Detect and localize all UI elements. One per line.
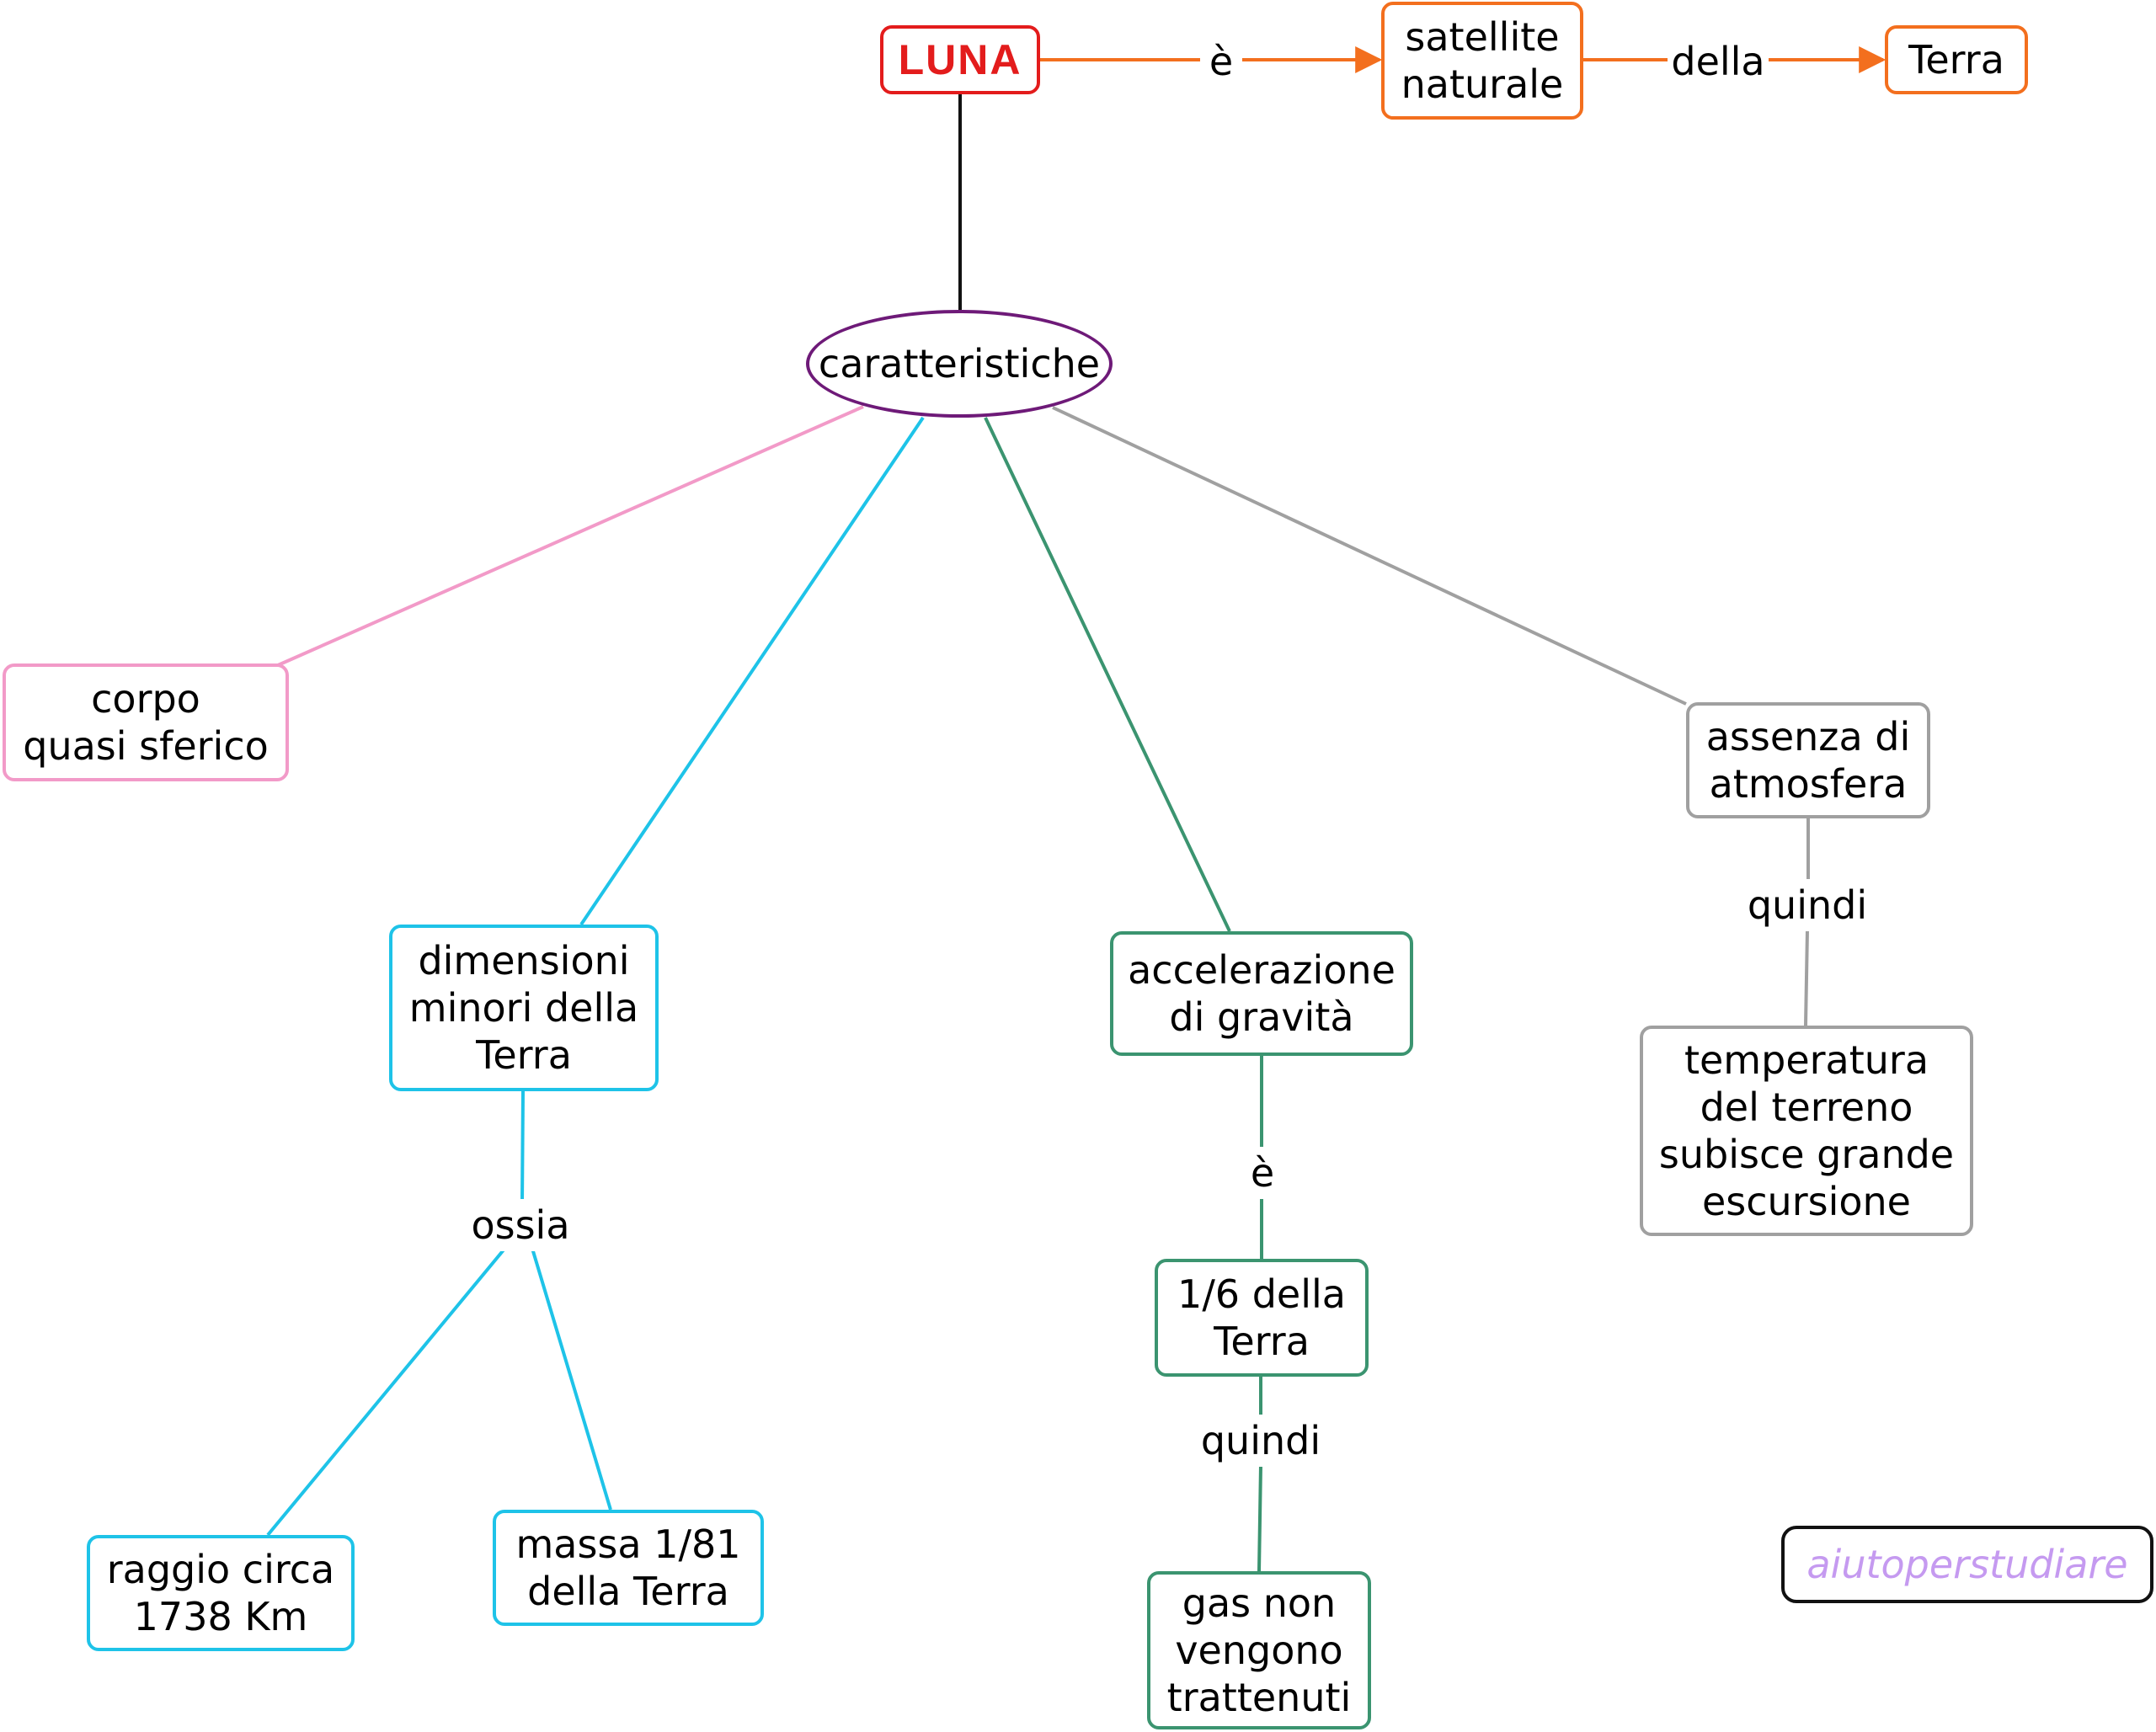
node-raggio: raggio circa 1738 Km — [87, 1535, 355, 1651]
node-corpo-quasi-sferico: corpo quasi sferico — [3, 663, 289, 781]
node-terra: Terra — [1885, 25, 2028, 94]
edge-car-corpo — [277, 405, 864, 667]
edge-ossia-raggio — [266, 1241, 511, 1537]
link-label-ossia: ossia — [466, 1199, 575, 1251]
node-assenza-atmosfera: assenza di atmosfera — [1686, 702, 1930, 818]
node-luna: LUNA — [880, 25, 1040, 94]
edge-car-accelerazione — [984, 417, 1231, 932]
link-label-e-green: è — [1241, 1147, 1283, 1199]
node-satellite-naturale: satellite naturale — [1381, 2, 1583, 120]
edge-ossia-massa — [529, 1242, 612, 1511]
node-accelerazione-gravita: accelerazione di gravità — [1110, 931, 1413, 1056]
node-dimensioni-minori: dimensioni minori della Terra — [389, 925, 659, 1091]
node-gas-non-trattenuti: gas non vengono trattenuti — [1147, 1571, 1371, 1729]
link-label-e: è — [1200, 35, 1242, 88]
link-label-quindi-gray: quindi — [1742, 879, 1872, 931]
node-un-sesto-terra: 1/6 della Terra — [1155, 1259, 1369, 1377]
edge-quindi-gas — [1257, 1464, 1262, 1572]
node-massa: massa 1/81 della Terra — [493, 1510, 764, 1626]
node-temperatura-terreno: temperatura del terreno subisce grande e… — [1640, 1026, 1973, 1236]
edge-quindi-temperatura — [1804, 929, 1809, 1026]
node-caratteristiche: caratteristiche — [806, 310, 1113, 418]
edge-dim-ossia — [520, 1090, 525, 1205]
link-label-della: della — [1668, 35, 1769, 88]
link-label-quindi-green: quindi — [1196, 1415, 1326, 1467]
edge-car-dimensioni — [579, 416, 925, 926]
edge-car-assenza — [1052, 406, 1687, 706]
watermark-badge: aiutoperstudiare — [1781, 1526, 2153, 1603]
